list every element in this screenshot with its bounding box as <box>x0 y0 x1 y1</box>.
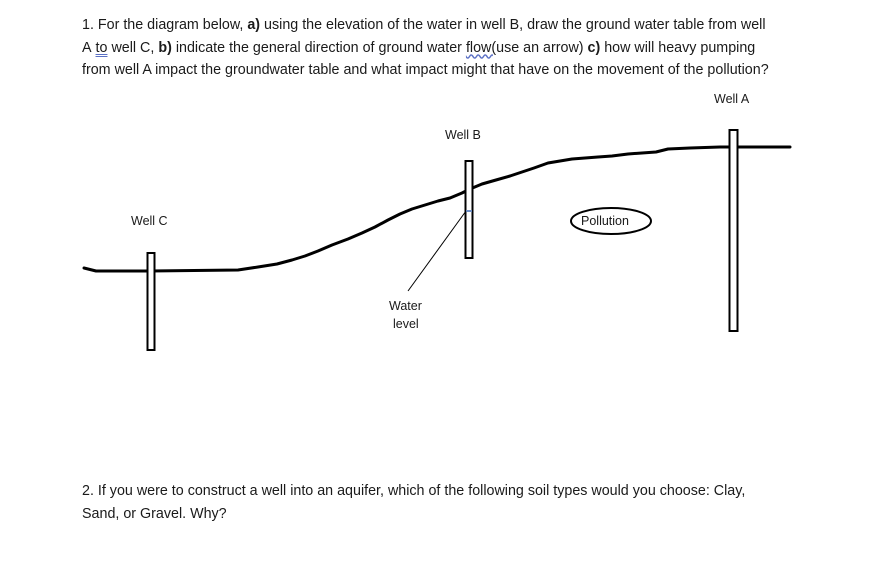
pollution-ellipse <box>570 207 652 235</box>
water-level-label-line-1: Water <box>389 299 422 313</box>
part-c-text: how will heavy pumping from well A impac… <box>82 39 769 79</box>
well-b-casing <box>464 160 474 259</box>
part-a-text-1: using the elevation of the water in well… <box>82 17 766 56</box>
question-2: 2. If you were to construct a well into … <box>82 483 746 522</box>
part-b-flow: flow( <box>465 39 497 56</box>
part-a-to: to <box>95 39 108 56</box>
water-level-pointer <box>407 210 467 292</box>
part-b-text-1: indicate the general direction of ground… <box>175 39 462 56</box>
well-b-label: Well B <box>445 128 481 142</box>
part-b-label: b) <box>158 39 172 56</box>
well-a-label: Well A <box>714 92 750 106</box>
part-a-label: a) <box>247 17 261 33</box>
part-b-text-2: use an arrow) <box>496 39 584 56</box>
well-c-casing <box>146 252 156 351</box>
question-1: 1. For the diagram below, a) using the e… <box>82 14 772 82</box>
ground-surface-line <box>82 145 792 273</box>
part-c-label: c) <box>587 39 601 56</box>
question-1-intro: For the diagram below, <box>97 17 244 33</box>
well-c-label: Well C <box>131 214 168 228</box>
water-level-label-line-2: level <box>393 317 419 331</box>
part-a-text-2: well C, <box>111 39 155 56</box>
question-1-number: 1. <box>82 17 94 33</box>
well-a-casing <box>728 129 739 332</box>
pollution-label: Pollution <box>581 214 629 228</box>
